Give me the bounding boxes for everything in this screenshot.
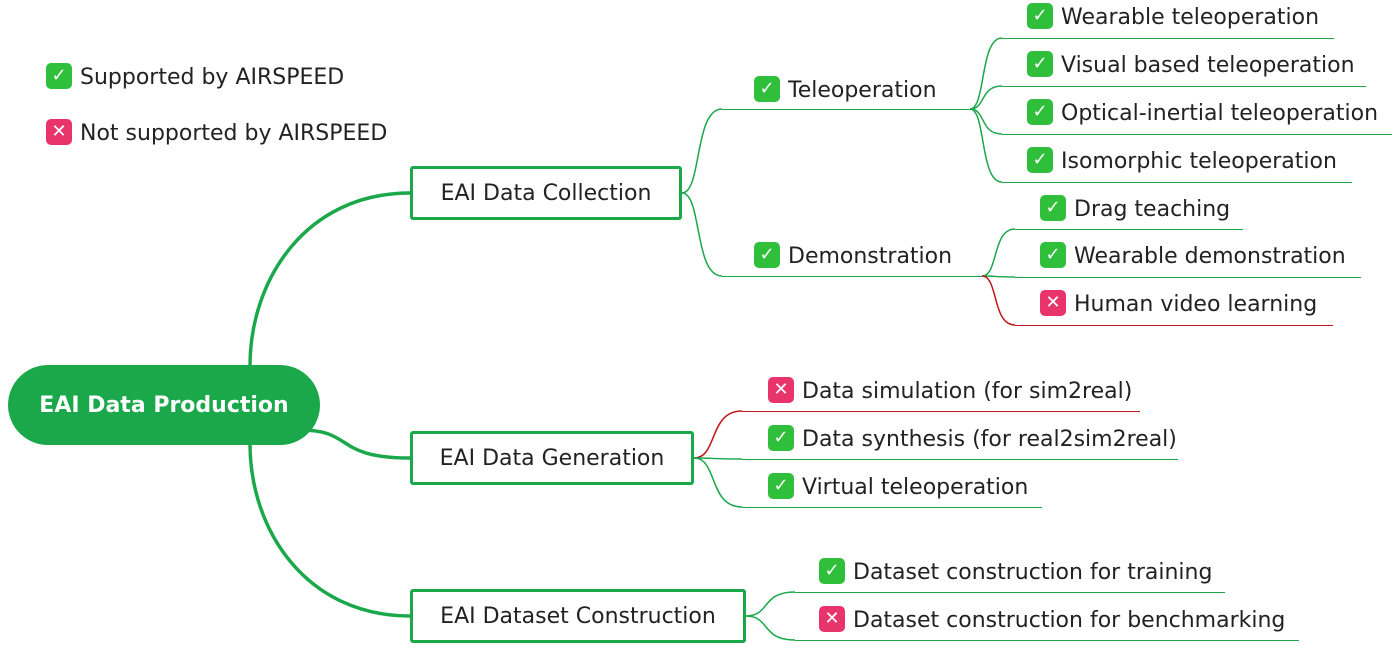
underline — [795, 640, 1299, 641]
leaf-label: Drag teaching — [1074, 197, 1231, 222]
underline — [722, 276, 982, 277]
leaf-label: Wearable teleoperation — [1061, 5, 1320, 30]
subbranch-label: Demonstration — [788, 244, 953, 269]
underline — [742, 507, 1042, 508]
underline — [1002, 182, 1352, 183]
leaf-optical-inertial-teleoperation[interactable]: ✓ Optical-inertial teleoperation — [1027, 99, 1379, 128]
check-icon: ✓ — [1027, 147, 1053, 173]
check-icon: ✓ — [1027, 99, 1053, 125]
check-icon: ✓ — [1040, 195, 1066, 221]
leaf-data-synthesis[interactable]: ✓ Data synthesis (for real2sim2real) — [768, 425, 1177, 454]
connector-generation-leaf — [693, 457, 743, 460]
underline — [1002, 86, 1366, 87]
connector-root-generation — [299, 428, 411, 460]
underline — [795, 592, 1225, 593]
branch-label: EAI Data Generation — [439, 445, 665, 471]
connector-root-collection — [248, 191, 411, 367]
cross-icon: ✕ — [768, 377, 794, 403]
legend-not-supported: ✕ Not supported by AIRSPEED — [46, 119, 388, 148]
connector-generation-leaf — [693, 457, 743, 508]
leaf-dataset-benchmarking[interactable]: ✕ Dataset construction for benchmarking — [819, 606, 1286, 635]
subbranch-teleoperation[interactable]: ✓ Teleoperation — [754, 76, 937, 105]
cross-icon: ✕ — [819, 606, 845, 632]
check-icon: ✓ — [768, 473, 794, 499]
leaf-label: Visual based teleoperation — [1061, 53, 1355, 78]
underline — [722, 109, 970, 110]
leaf-label: Wearable demonstration — [1074, 244, 1346, 269]
connector-teleop-leaf — [969, 108, 1003, 183]
root-node[interactable]: EAI Data Production — [8, 365, 320, 445]
leaf-label: Virtual teleoperation — [802, 475, 1029, 500]
connector-dataset-leaf — [745, 591, 796, 617]
connector-collection-demo — [681, 192, 723, 277]
leaf-label: Data simulation (for sim2real) — [802, 379, 1133, 404]
leaf-visual-teleoperation[interactable]: ✓ Visual based teleoperation — [1027, 51, 1355, 80]
branch-label: EAI Data Collection — [440, 180, 652, 206]
underline — [742, 459, 1178, 460]
legend-supported-label: Supported by AIRSPEED — [80, 65, 345, 90]
underline — [1015, 229, 1243, 230]
check-icon: ✓ — [754, 76, 780, 102]
branch-label: EAI Dataset Construction — [440, 603, 716, 629]
leaf-drag-teaching[interactable]: ✓ Drag teaching — [1040, 195, 1231, 224]
subbranch-demonstration[interactable]: ✓ Demonstration — [754, 242, 953, 271]
leaf-label: Human video learning — [1074, 292, 1318, 317]
underline — [1002, 134, 1392, 135]
connector-teleop-leaf — [969, 85, 1003, 110]
leaf-isomorphic-teleoperation[interactable]: ✓ Isomorphic teleoperation — [1027, 147, 1337, 176]
leaf-dataset-training[interactable]: ✓ Dataset construction for training — [819, 558, 1213, 587]
leaf-label: Isomorphic teleoperation — [1061, 149, 1337, 174]
connector-dataset-leaf — [745, 615, 796, 641]
branch-data-generation[interactable]: EAI Data Generation — [410, 431, 694, 485]
legend-not-supported-label: Not supported by AIRSPEED — [80, 121, 388, 146]
root-label: EAI Data Production — [39, 392, 289, 418]
branch-data-collection[interactable]: EAI Data Collection — [410, 166, 682, 220]
check-icon: ✓ — [768, 425, 794, 451]
check-icon: ✓ — [1027, 3, 1053, 29]
leaf-label: Optical-inertial teleoperation — [1061, 101, 1379, 126]
connector-collection-teleop — [681, 108, 723, 194]
underline — [1015, 325, 1333, 326]
branch-dataset-construction[interactable]: EAI Dataset Construction — [410, 589, 746, 643]
leaf-label: Dataset construction for training — [853, 560, 1213, 585]
cross-icon: ✕ — [1040, 290, 1066, 316]
connector-demo-leaf-unsupported — [981, 275, 1016, 326]
connector-teleop-leaf — [969, 108, 1003, 135]
check-icon: ✓ — [819, 558, 845, 584]
connector-root-dataset — [248, 443, 411, 618]
leaf-wearable-demonstration[interactable]: ✓ Wearable demonstration — [1040, 242, 1346, 271]
connector-demo-leaf — [981, 275, 1016, 278]
leaf-data-simulation[interactable]: ✕ Data simulation (for sim2real) — [768, 377, 1133, 406]
check-icon: ✓ — [1040, 242, 1066, 268]
underline — [1015, 277, 1361, 278]
leaf-wearable-teleoperation[interactable]: ✓ Wearable teleoperation — [1027, 3, 1320, 32]
leaf-label: Dataset construction for benchmarking — [853, 608, 1286, 633]
check-icon: ✓ — [754, 242, 780, 268]
connector-teleop-leaf — [969, 37, 1003, 110]
legend-supported: ✓ Supported by AIRSPEED — [46, 63, 345, 92]
connector-generation-leaf-unsupported — [693, 410, 743, 459]
leaf-human-video-learning[interactable]: ✕ Human video learning — [1040, 290, 1318, 319]
underline — [742, 411, 1140, 412]
leaf-label: Data synthesis (for real2sim2real) — [802, 427, 1177, 452]
check-icon: ✓ — [46, 63, 72, 89]
connector-demo-leaf — [981, 228, 1016, 277]
subbranch-label: Teleoperation — [788, 78, 937, 103]
check-icon: ✓ — [1027, 51, 1053, 77]
leaf-virtual-teleoperation[interactable]: ✓ Virtual teleoperation — [768, 473, 1029, 502]
cross-icon: ✕ — [46, 119, 72, 145]
underline — [1002, 38, 1334, 39]
